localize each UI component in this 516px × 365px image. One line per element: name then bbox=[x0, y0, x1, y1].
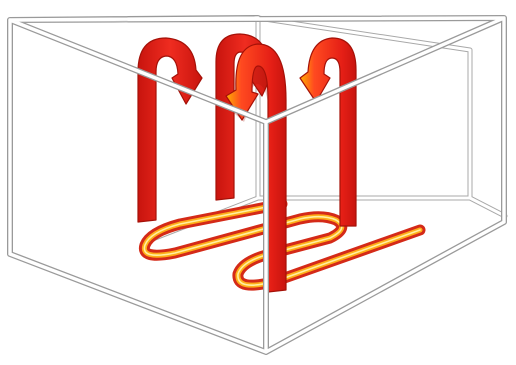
convection-arrow-left bbox=[138, 38, 202, 222]
